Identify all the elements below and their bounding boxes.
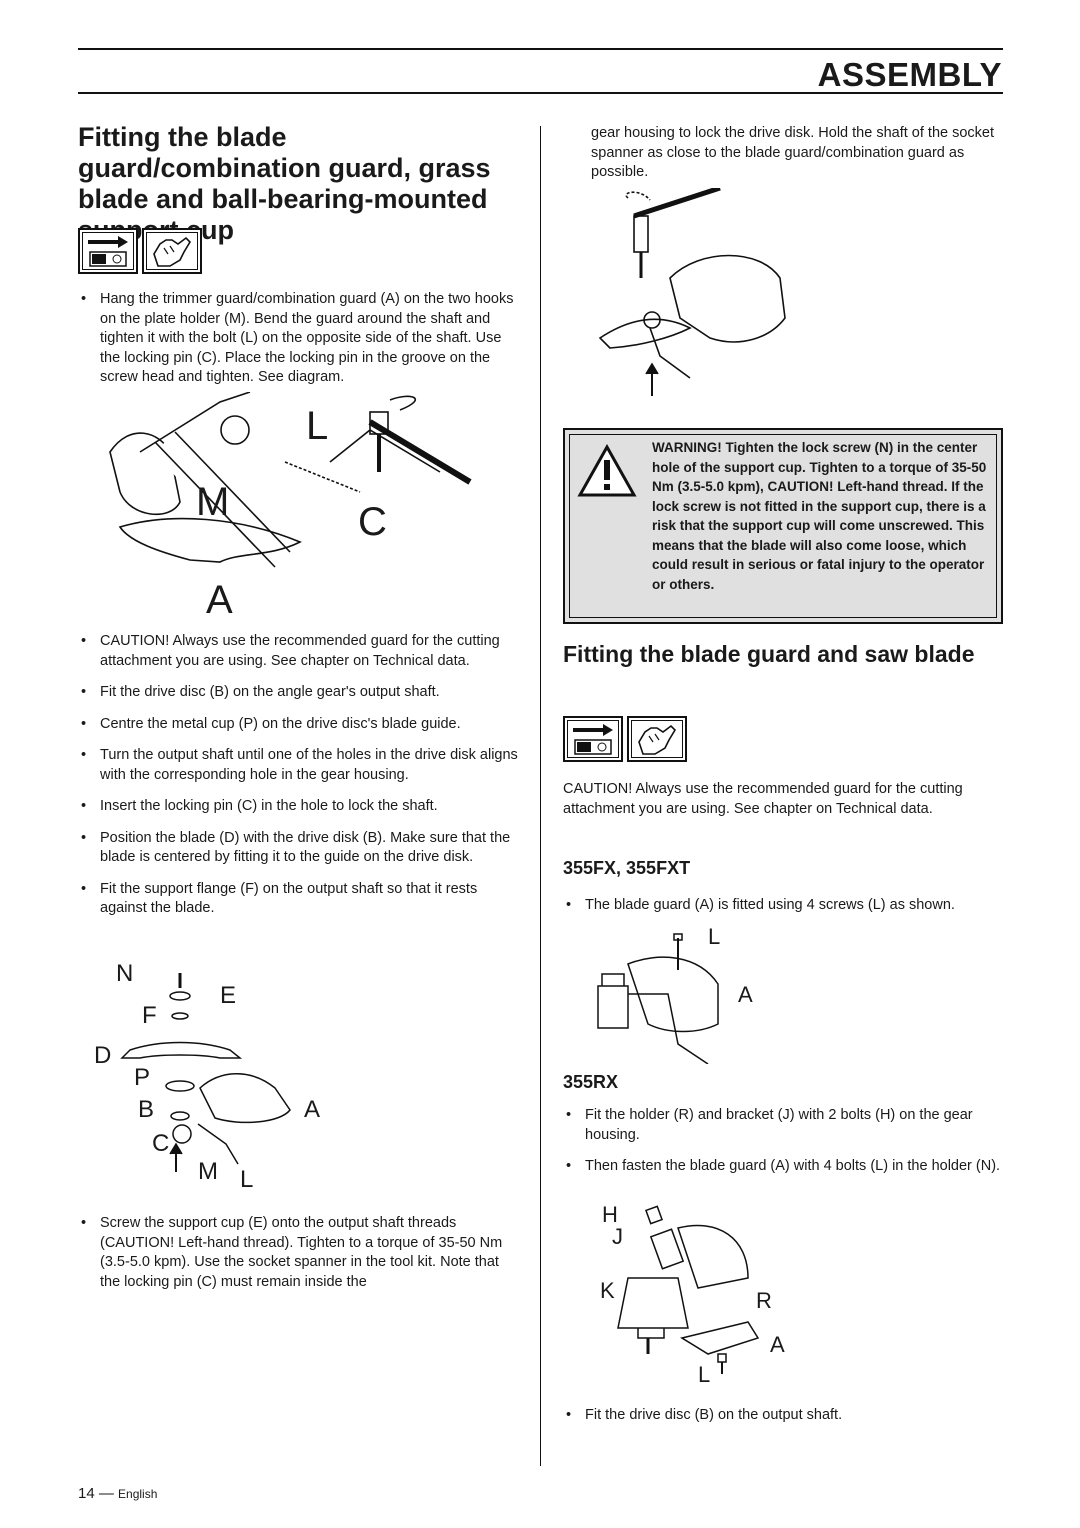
instruction-icons — [78, 228, 202, 274]
bullet-last: Fit the drive disc (B) on the output sha… — [563, 1406, 1003, 1438]
label-h: H — [602, 1202, 618, 1227]
warning-box: WARNING! Tighten the lock screw (N) in t… — [563, 428, 1003, 624]
blade-guard-355rx-diagram: H J K R A L — [598, 1198, 798, 1394]
label-j: J — [612, 1224, 623, 1249]
bullets-1: Hang the trimmer guard/combination guard… — [78, 290, 518, 400]
left-heading: Fitting the blade guard/combination guar… — [78, 122, 528, 246]
label-r: R — [756, 1288, 772, 1313]
engine-stop-icon — [563, 716, 623, 762]
label-a3: A — [738, 982, 753, 1007]
continuation-text: gear housing to lock the drive disk. Hol… — [591, 125, 995, 180]
list-item: Insert the locking pin (C) in the hole t… — [78, 797, 518, 817]
page-footer: 14 — English — [78, 1485, 157, 1502]
list-item: Fit the drive disc (B) on the output sha… — [563, 1406, 1003, 1426]
right-heading: Fitting the blade guard and saw blade — [563, 640, 1003, 668]
column-divider — [540, 126, 541, 1466]
label-m2: M — [198, 1158, 218, 1185]
label-b: B — [138, 1096, 155, 1123]
label-a: A — [206, 578, 233, 622]
footer-language: English — [118, 1487, 158, 1501]
page-number: 14 — [78, 1485, 95, 1502]
bullets-355rx: Fit the holder (R) and bracket (J) with … — [563, 1106, 1003, 1189]
label-p: P — [134, 1064, 151, 1091]
section-heading: Fitting the blade guard/combination guar… — [78, 122, 491, 245]
label-a2: A — [304, 1096, 321, 1123]
label-n: N — [116, 960, 134, 987]
protective-gloves-icon — [627, 716, 687, 762]
label-k: K — [600, 1278, 615, 1303]
label-c2: C — [152, 1130, 170, 1157]
label-c: C — [358, 500, 387, 544]
subheading-355rx: 355RX — [563, 1072, 619, 1092]
list-item: Hang the trimmer guard/combination guard… — [78, 290, 518, 388]
section-title: ASSEMBLY — [817, 56, 1002, 93]
list-item: Centre the metal cup (P) on the drive di… — [78, 715, 518, 735]
exploded-blade-diagram: N E F D P B A C M L — [94, 958, 340, 1198]
subheading-355fx: 355FX, 355FXT — [563, 858, 691, 878]
label-l3: L — [708, 924, 721, 949]
label-a4: A — [770, 1332, 785, 1357]
label-d: D — [94, 1042, 112, 1069]
label-l4: L — [698, 1362, 711, 1387]
warning-text: WARNING! Tighten the lock screw (N) in t… — [652, 440, 987, 592]
socket-spanner-diagram — [590, 185, 820, 408]
label-l2: L — [240, 1166, 254, 1193]
list-item: The blade guard (A) is fitted using 4 sc… — [563, 896, 1003, 916]
blade-guard-355fx-diagram: L A — [588, 924, 778, 1065]
label-m: M — [196, 480, 230, 524]
engine-stop-icon — [78, 228, 138, 274]
guard-mounting-diagram: L M C A — [100, 391, 520, 622]
caution-text: CAUTION! Always use the recommended guar… — [563, 781, 963, 817]
heading-blade-guard-saw: Fitting the blade guard and saw blade — [563, 641, 975, 667]
top-rule — [78, 48, 1003, 50]
protective-gloves-icon — [142, 228, 202, 274]
label-l: L — [306, 404, 329, 448]
list-item: Screw the support cup (E) onto the outpu… — [78, 1214, 518, 1292]
label-e: E — [220, 982, 237, 1009]
list-item: Then fasten the blade guard (A) with 4 b… — [563, 1157, 1003, 1177]
header-rule — [78, 92, 1003, 94]
bullets-3: Screw the support cup (E) onto the outpu… — [78, 1214, 518, 1304]
list-item: Turn the output shaft until one of the h… — [78, 746, 518, 785]
list-item: Fit the holder (R) and bracket (J) with … — [563, 1106, 1003, 1145]
label-f: F — [142, 1002, 157, 1029]
bullet-355fx: The blade guard (A) is fitted using 4 sc… — [563, 896, 1003, 928]
footer-dash: — — [98, 1485, 114, 1502]
instruction-icons-2 — [563, 716, 687, 762]
warning-triangle-icon — [577, 444, 637, 497]
list-item: Position the blade (D) with the drive di… — [78, 829, 518, 868]
list-item: Fit the drive disc (B) on the angle gear… — [78, 683, 518, 703]
list-item: Fit the support flange (F) on the output… — [78, 880, 518, 919]
bullets-2: CAUTION! Always use the recommended guar… — [78, 632, 518, 931]
list-item: CAUTION! Always use the recommended guar… — [78, 632, 518, 671]
